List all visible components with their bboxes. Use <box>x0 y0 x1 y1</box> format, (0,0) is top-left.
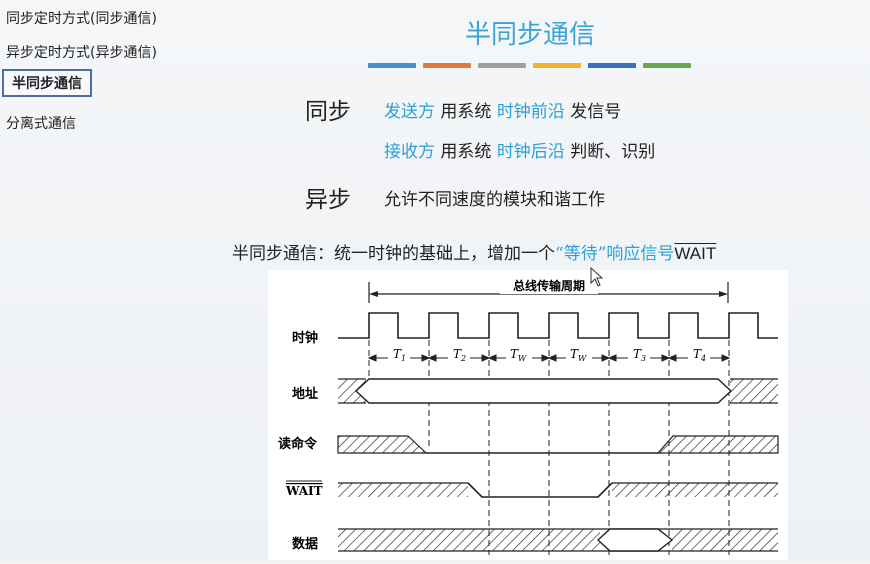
accent-bar <box>588 63 636 68</box>
nav-item-semi-sync[interactable]: 半同步通信 <box>2 69 92 97</box>
wait-low-pulse <box>467 482 613 498</box>
nav-item-sync-timing[interactable]: 同步定时方式(同步通信) <box>6 11 157 27</box>
receiver-action: 判断、识别 <box>570 142 656 162</box>
mouse-cursor-icon <box>590 267 604 287</box>
period-label-tw2: TW <box>570 347 587 363</box>
async-label: 异步 <box>305 187 351 213</box>
sender-mid: 用系统 <box>440 102 492 122</box>
sender-edge: 时钟前沿 <box>496 102 565 122</box>
summary-highlight: “等待”响应信号 <box>555 244 675 264</box>
accent-bar <box>423 63 471 68</box>
receiver-mid: 用系统 <box>440 142 492 162</box>
nav-item-async-timing[interactable]: 异步定时方式(异步通信) <box>6 45 157 61</box>
period-label-t1: T1 <box>393 347 406 363</box>
period-label-t4: T4 <box>693 347 706 363</box>
nav-item-split[interactable]: 分离式通信 <box>6 116 76 132</box>
signal-label-data: 数据 <box>292 536 318 552</box>
async-text: 允许不同速度的模块和谐工作 <box>384 190 605 210</box>
slide-title: 半同步通信 <box>464 20 595 50</box>
accent-bar <box>643 63 691 68</box>
sender-label: 发送方 <box>384 102 435 122</box>
summary-wait-signal: WAIT <box>674 244 717 263</box>
signal-label-read: 读命令 <box>278 436 318 452</box>
sync-receiver-line: 接收方 用系统 时钟后沿 判断、识别 <box>384 137 655 162</box>
signal-label-address: 地址 <box>292 386 318 402</box>
signal-label-wait: WAIT <box>285 484 323 498</box>
bus-cycle-label: 总线传输周期 <box>513 278 585 293</box>
summary-prefix: 半同步通信：统一时钟的基础上，增加一个 <box>232 244 555 264</box>
sync-label: 同步 <box>305 99 351 125</box>
timing-diagram: 总线传输周期 时钟 地址 读命令 WAIT 数据 T1 T2 TW TW T3 … <box>268 270 788 560</box>
sender-action: 发信号 <box>570 102 622 122</box>
period-label-tw1: TW <box>510 347 527 363</box>
period-label-t3: T3 <box>633 347 646 363</box>
period-label-t2: T2 <box>453 347 466 363</box>
clock-waveform <box>338 312 778 339</box>
accent-bar <box>533 63 581 68</box>
signal-label-clock: 时钟 <box>292 330 318 346</box>
receiver-label: 接收方 <box>384 142 435 162</box>
data-valid-window <box>596 528 674 552</box>
accent-bar <box>368 63 416 68</box>
sync-sender-line: 发送方 用系统 时钟前沿 发信号 <box>384 97 621 122</box>
period-arrows <box>367 354 731 362</box>
receiver-edge: 时钟后沿 <box>496 142 565 162</box>
title-accent-bars <box>368 63 691 69</box>
address-valid-window <box>354 378 733 404</box>
accent-bar <box>478 63 526 68</box>
timing-svg: 总线传输周期 时钟 地址 读命令 WAIT 数据 T1 T2 TW TW T3 … <box>278 276 779 555</box>
summary-line: 半同步通信：统一时钟的基础上，增加一个“等待”响应信号WAIT <box>232 239 716 264</box>
